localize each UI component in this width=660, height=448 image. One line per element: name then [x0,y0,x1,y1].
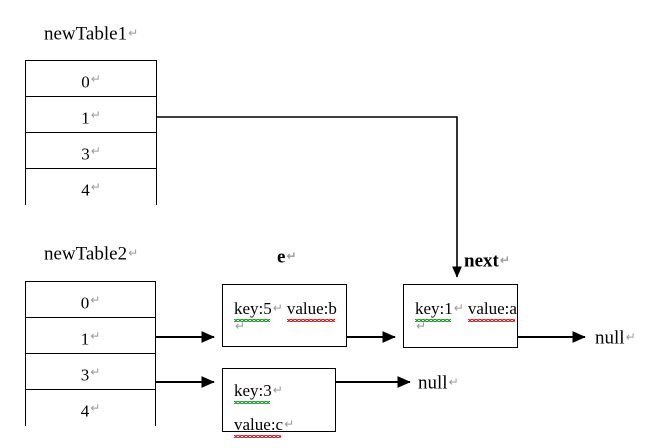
cr-mark-icon: ↵ [448,375,459,389]
cr-mark-icon: ↵ [128,246,139,260]
cr-mark-icon: ↵ [272,383,283,398]
cr-mark-icon: ↵ [90,144,101,158]
bucket-index-label: 4 [81,180,90,200]
caption-new-table-2: newTable2↵ [44,244,138,263]
caption-new-table-2-text: newTable2 [44,243,128,265]
null-label: null [418,372,448,394]
caption-pointer-next-text: next [464,250,499,272]
cr-mark-icon: ↵ [453,301,464,316]
node-entry-key1[interactable]: key:1↵ value:a↵ [403,284,518,348]
cr-mark-icon: ↵ [284,417,295,432]
null-terminator-node-next: null↵ [595,328,636,347]
node-key-label: key:3 [234,381,272,404]
cr-mark-icon: ↵ [90,293,101,307]
node-entry-key5[interactable]: key:5↵ value:b↵ [222,284,347,347]
cr-mark-icon: ↵ [128,26,139,40]
table-row[interactable]: 3↵ [26,133,156,169]
table-row[interactable]: 3↵ [26,354,155,390]
caption-pointer-e-text: e [277,246,286,268]
node-value-label: value:c [234,415,284,438]
null-label: null [595,327,625,349]
table-row[interactable]: 0↵ [26,61,156,97]
cr-mark-icon: ↵ [272,301,283,316]
caption-new-table-1: newTable1↵ [44,24,138,43]
node-entry-key3[interactable]: key:3↵ value:c↵ [222,368,336,438]
node-value-label: value:a [467,299,517,322]
bucket-index-label: 3 [81,144,90,164]
bucket-index-label: 0 [80,293,90,313]
cr-mark-icon: ↵ [286,249,297,263]
table-new-table-1: 0↵ 1↵ 3↵ 4↵ [25,60,157,205]
null-terminator-node-bucket3: null↵ [418,373,459,392]
cr-mark-icon: ↵ [499,253,510,267]
cr-mark-icon: ↵ [90,72,101,86]
table-row[interactable]: 1↵ [26,318,155,354]
cr-mark-icon: ↵ [90,180,101,194]
caption-pointer-next: next↵ [464,251,510,270]
cr-mark-icon: ↵ [625,330,636,344]
cr-mark-icon: ↵ [90,401,101,415]
node-key-label: key:5 [234,299,272,322]
cr-mark-icon: ↵ [416,319,427,334]
node-value-label: value:b [286,299,337,322]
cr-mark-icon: ↵ [90,108,101,122]
table-row[interactable]: 0↵ [26,282,155,318]
caption-new-table-1-text: newTable1 [44,23,128,45]
bucket-index-label: 1 [81,108,90,128]
table-row[interactable]: 1↵ [26,97,156,133]
table-row[interactable]: 4↵ [26,390,155,426]
table-new-table-2: 0↵ 1↵ 3↵ 4↵ [25,281,156,426]
table-row[interactable]: 4↵ [26,169,156,205]
caption-pointer-e: e↵ [277,247,297,266]
node-key-label: key:1 [415,299,453,322]
cr-mark-icon: ↵ [90,365,101,379]
bucket-index-label: 0 [81,72,90,92]
bucket-index-label: 3 [80,365,90,385]
cr-mark-icon: ↵ [235,319,246,334]
cr-mark-icon: ↵ [90,329,101,343]
bucket-index-label: 1 [80,329,90,349]
wire-table1-row1-to-node-next [156,116,462,278]
bucket-index-label: 4 [80,401,90,421]
